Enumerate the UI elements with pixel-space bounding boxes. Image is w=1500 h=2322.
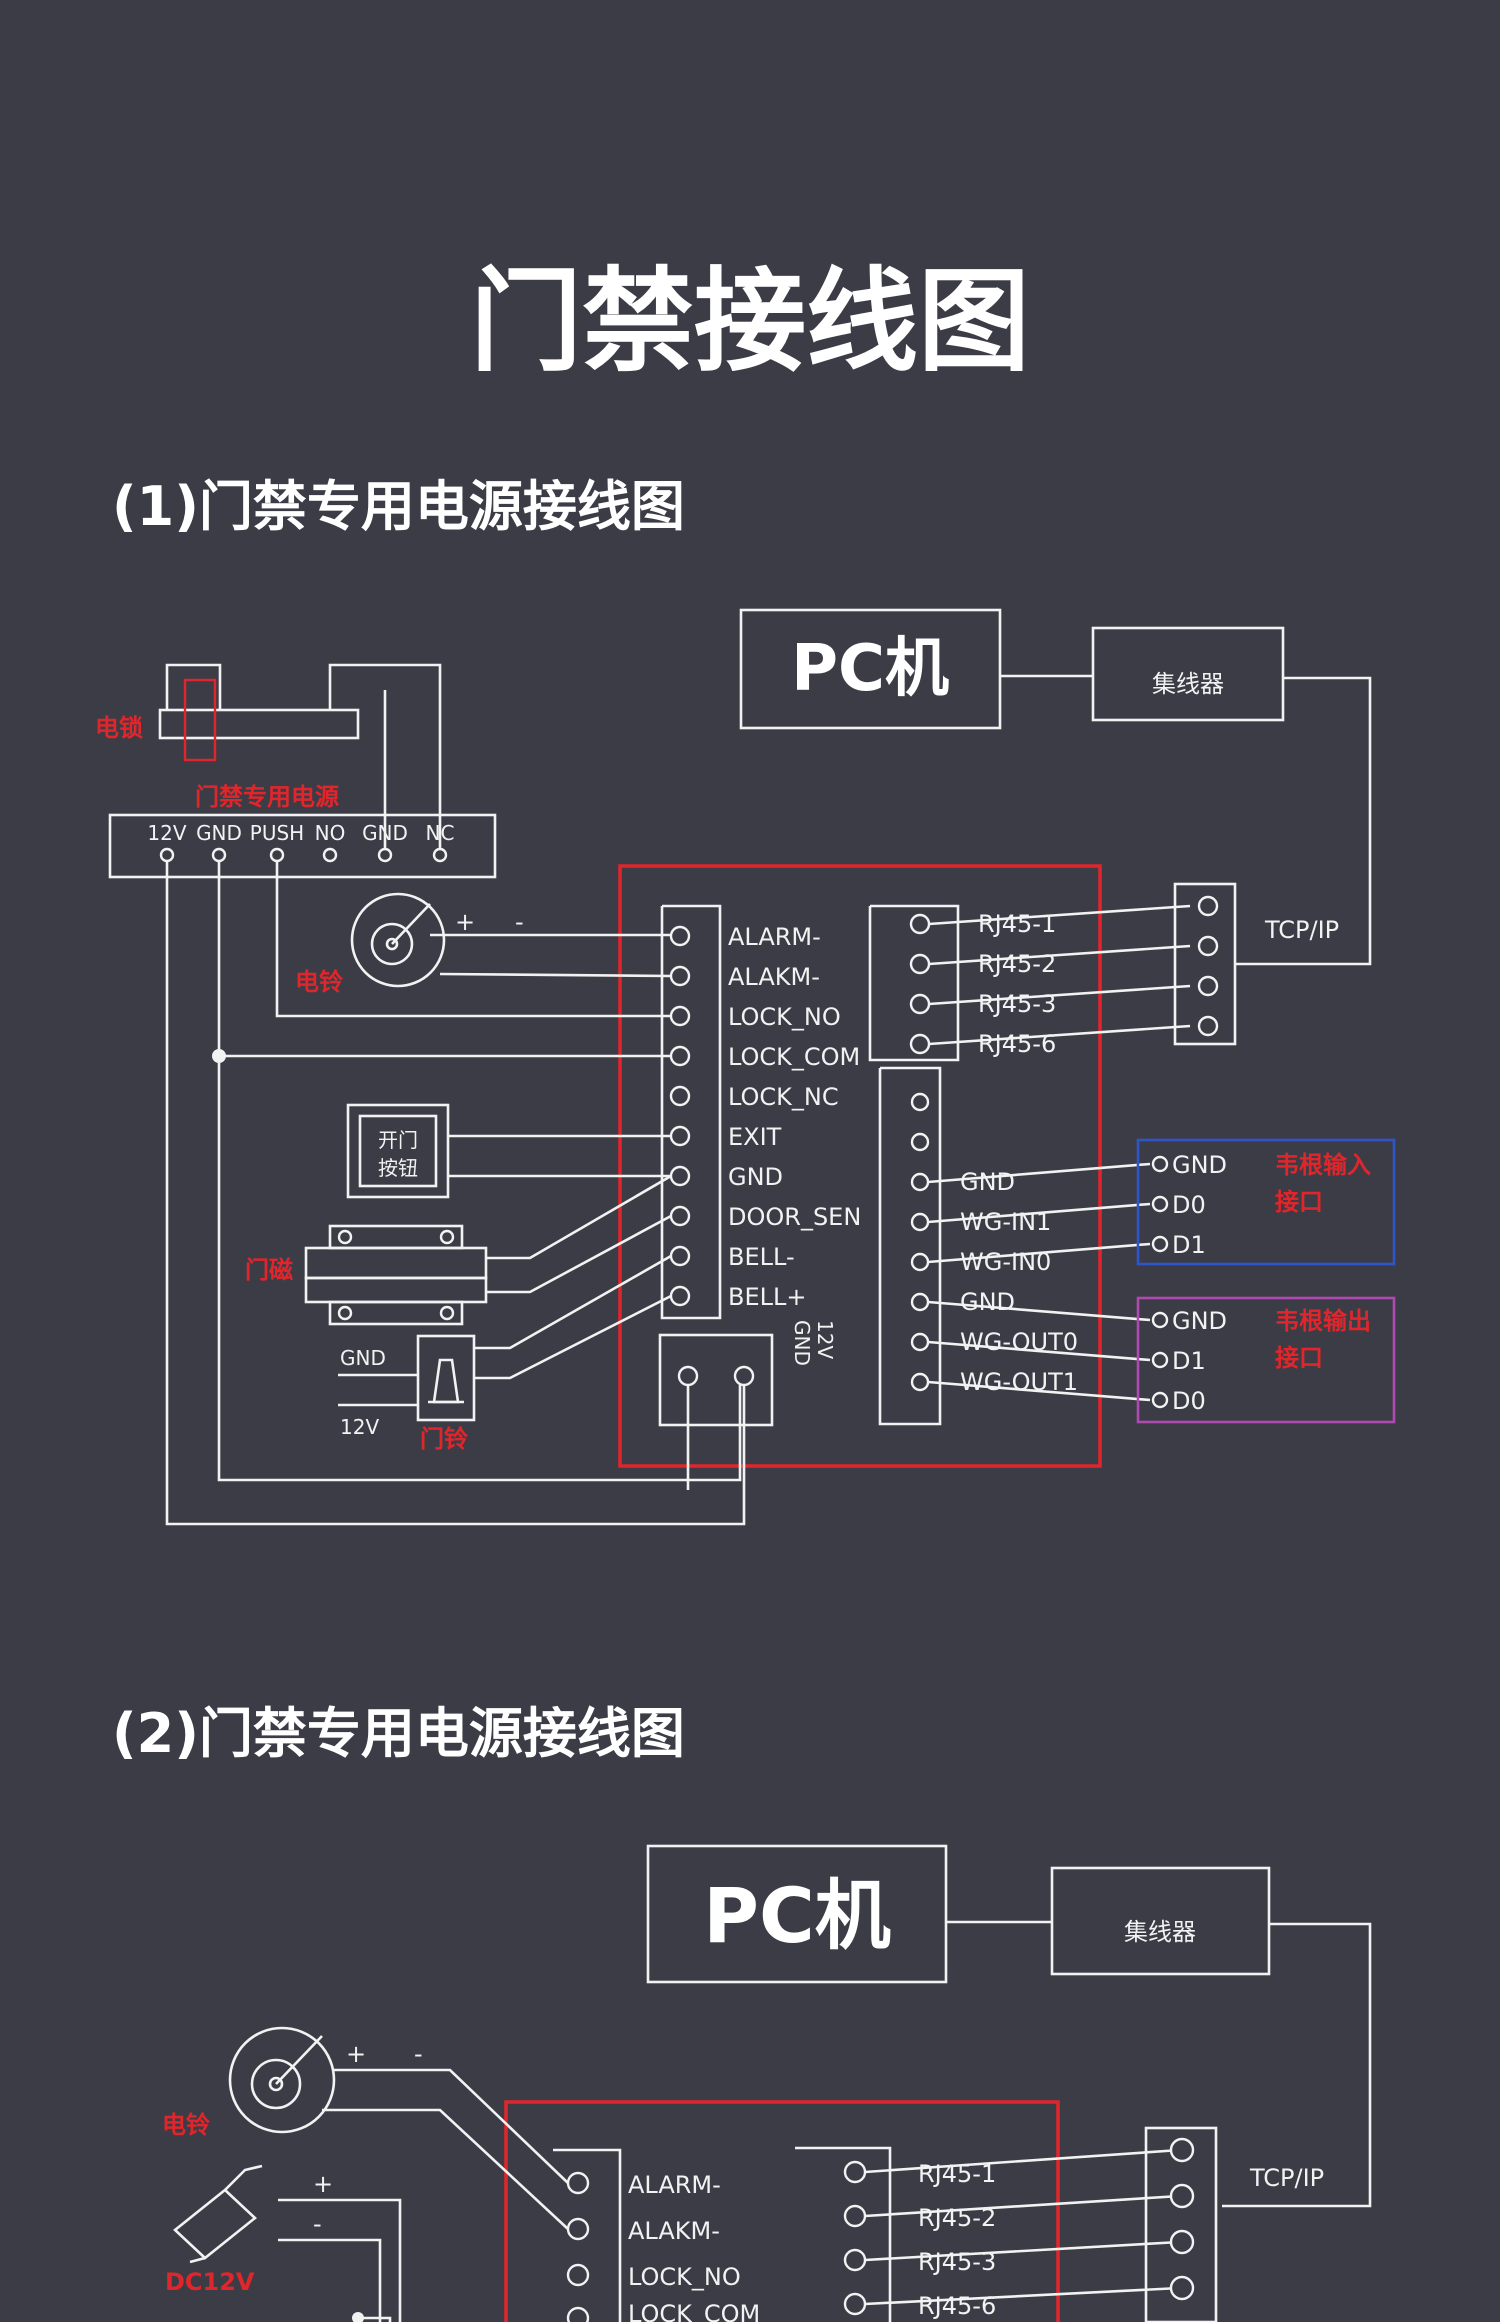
s1-rj45-6: RJ45-6 — [978, 1030, 1056, 1058]
s1-rj45-3: RJ45-3 — [978, 990, 1056, 1018]
s1-lock-label: 电锁 — [95, 714, 143, 742]
s1-term-alakm: ALAKM- — [728, 963, 820, 991]
s1-psu-term-gnd1: GND — [196, 821, 242, 845]
s1-rj45-block: RJ45-1 RJ45-2 RJ45-3 RJ45-6 — [868, 904, 1056, 1062]
s2-tcpip-connector — [1144, 2126, 1218, 2322]
s1-wg-gnd1: GND — [960, 1168, 1015, 1196]
s2-controller-board — [504, 2100, 1060, 2322]
main-title: 门禁接线图 — [470, 257, 1030, 387]
s2-term-alakm: ALAKM- — [628, 2217, 720, 2245]
s1-term-lock-no: LOCK_NO — [728, 1003, 841, 1031]
s1-exit-button-line1: 开门 — [378, 1128, 418, 1152]
s1-bell-plus: + — [455, 908, 475, 936]
s1-door-magnet — [304, 1224, 488, 1326]
s1-bell-minus: - — [515, 908, 524, 936]
s1-controller-board — [618, 864, 1102, 1468]
s1-wiegand-output-interface: GND D1 D0 韦根输出 接口 — [1136, 1296, 1396, 1424]
s1-psu-term-no: NO — [315, 821, 346, 845]
s1-power-label: 门禁专用电源 — [195, 783, 339, 811]
s1-term-alarm: ALARM- — [728, 923, 821, 951]
s2-power-adapter-icon — [173, 2164, 263, 2264]
s1-doorbell-label: 门铃 — [420, 1425, 468, 1453]
s1-hub-label: 集线器 — [1152, 670, 1224, 698]
s2-pc-box: PC机 — [646, 1844, 948, 1984]
s1-wg-out-label-2: 接口 — [1275, 1344, 1323, 1372]
s1-hub-box: 集线器 — [1091, 626, 1285, 722]
s2-rj45-block: RJ45-1 RJ45-2 RJ45-3 RJ45-6 — [795, 2146, 996, 2322]
s2-bell-plus: + — [346, 2040, 366, 2068]
s1-wg-out-label-1: 韦根输出 — [1275, 1307, 1371, 1335]
s1-door-magnet-label: 门磁 — [245, 1256, 293, 1284]
s1-wg-out-pin-d1: D1 — [1172, 1347, 1206, 1375]
s2-left-terminal-block: ALARM- ALAKM- LOCK_NO LOCK_COM — [553, 2148, 760, 2322]
s1-pc-label: PC机 — [791, 632, 949, 706]
s1-power-in-12v: 12V — [813, 1320, 837, 1359]
s1-left-terminal-block: ALARM- ALAKM- LOCK_NO LOCK_COM LOCK_NC E… — [660, 904, 861, 1320]
s1-wg-in-label-1: 韦根输入 — [1275, 1151, 1371, 1179]
s1-term-bell-minus: BELL- — [728, 1243, 795, 1271]
s2-rj45-6: RJ45-6 — [918, 2292, 996, 2320]
section1-title: (1)门禁专用电源接线图 — [112, 475, 685, 538]
s1-electric-lock — [158, 663, 442, 762]
s1-wg-in-pin-d0: D0 — [1172, 1191, 1206, 1219]
s1-doorbell-icon — [416, 1334, 476, 1422]
s1-wg-in-pin-d1: D1 — [1172, 1231, 1206, 1259]
s2-hub-label: 集线器 — [1124, 1918, 1196, 1946]
s1-wiegand-block: GND WG-IN1 WG-IN0 GND WG-OUT0 WG-OUT1 — [878, 1066, 1078, 1426]
s2-bell-label: 电铃 — [162, 2111, 210, 2139]
s1-doorbell-gnd: GND — [340, 1346, 386, 1370]
s2-term-alarm: ALARM- — [628, 2171, 721, 2199]
s1-power-input-block: 12V GND — [658, 1320, 837, 1427]
s1-bell-label: 电铃 — [295, 968, 343, 996]
s1-term-door-sen: DOOR_SEN — [728, 1203, 861, 1231]
s1-term-exit: EXIT — [728, 1123, 782, 1151]
section2-title: (2)门禁专用电源接线图 — [112, 1702, 685, 1765]
s1-pc-box: PC机 — [739, 608, 1002, 730]
s2-hub-box: 集线器 — [1050, 1866, 1271, 1976]
s1-power-supply-strip: 12V GND PUSH NO GND NC — [108, 813, 497, 879]
s1-wg-out-pin-gnd: GND — [1172, 1307, 1227, 1335]
s1-rj45-2: RJ45-2 — [978, 950, 1056, 978]
s1-bell-icon — [350, 892, 446, 988]
s1-wiegand-input-interface: GND D0 D1 韦根输入 接口 — [1136, 1138, 1396, 1266]
s1-exit-button-line2: 按钮 — [378, 1156, 418, 1180]
s1-doorbell-12v: 12V — [340, 1415, 379, 1439]
s1-term-lock-nc: LOCK_NC — [728, 1083, 839, 1111]
s1-rj45-1: RJ45-1 — [978, 910, 1056, 938]
s2-pc-label: PC机 — [703, 1871, 890, 1960]
s1-tcpip-label: TCP/IP — [1264, 916, 1339, 944]
s2-bell-icon — [228, 2026, 336, 2134]
s2-bell-minus: - — [414, 2040, 423, 2068]
s1-term-gnd: GND — [728, 1163, 783, 1191]
s1-wg-out-pin-d0: D0 — [1172, 1387, 1206, 1415]
s1-wg-in-label-2: 接口 — [1275, 1188, 1323, 1216]
s1-term-lock-com: LOCK_COM — [728, 1043, 860, 1071]
s2-adapter-label: DC12V — [165, 2268, 255, 2296]
s1-psu-term-push: PUSH — [250, 821, 304, 845]
s1-wg-gnd2: GND — [960, 1288, 1015, 1316]
s2-term-lock-com: LOCK_COM — [628, 2300, 760, 2322]
s1-tcpip-connector — [1173, 882, 1237, 1046]
s1-wg-in-pin-gnd: GND — [1172, 1151, 1227, 1179]
s2-term-lock-no: LOCK_NO — [628, 2263, 741, 2291]
s1-exit-button: 开门 按钮 — [346, 1103, 450, 1199]
s1-power-in-gnd: GND — [790, 1320, 814, 1366]
s2-adapter-plus: + — [313, 2170, 333, 2198]
s1-psu-term-12v: 12V — [147, 821, 186, 845]
s2-tcpip-label: TCP/IP — [1249, 2164, 1324, 2192]
s1-term-bell-plus: BELL+ — [728, 1283, 806, 1311]
s2-adapter-minus: - — [313, 2210, 322, 2238]
